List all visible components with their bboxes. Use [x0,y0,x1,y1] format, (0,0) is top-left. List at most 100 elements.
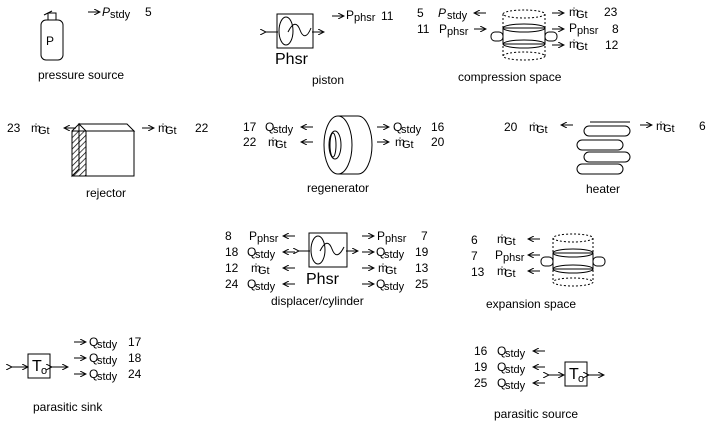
port-row[interactable]: 7 P phsr [471,248,540,264]
port-row[interactable]: Q stdy 18 [74,351,142,367]
port-var: Q [89,367,98,381]
port-var: Q [265,120,274,134]
temperature-node-icon: T o [549,361,604,387]
port-row[interactable]: 5 P stdy [417,6,486,22]
port-row[interactable]: 16 Q stdy [474,344,545,360]
pressure-source-block[interactable]: P P stdy 5 pressure source [38,5,152,82]
port-row[interactable]: 11 P phsr [417,22,486,38]
phasor-label: Phsr [275,51,309,68]
port-var: Q [497,344,506,358]
port-number: 6 [699,119,706,133]
port-number: 8 [225,229,232,243]
port-row[interactable]: 19 Q stdy [474,360,545,376]
port-row[interactable]: P phsr 11 [332,8,394,24]
port-number: 24 [128,367,142,381]
port-var: ṁ [378,261,388,275]
port-row[interactable]: 18 Q stdy [225,245,295,261]
port-sub: phsr [503,252,525,264]
port-row[interactable]: P phsr 8 [552,21,619,37]
port-number: 24 [225,277,239,291]
rejector-block[interactable]: 23 ṁ Gt ṁ Gt 22 rejector [7,121,209,200]
parasitic-sink-block[interactable]: T o Q stdy 17 Q stdy 18 Q stdy 24 parasi… [12,335,142,414]
port-row[interactable]: ṁ Gt 12 [552,37,619,53]
port-row[interactable]: Q stdy 19 [362,245,429,261]
port-var: P [249,229,257,243]
port-number: 11 [381,9,394,23]
port-number: 23 [604,5,618,19]
port-row[interactable]: ṁ Gt 13 [362,261,429,277]
port-row[interactable]: Q stdy 16 [377,120,445,136]
port-row[interactable]: Q stdy 24 [74,367,142,383]
port-sub: Gt [536,124,548,136]
port-var: ṁ [158,121,168,135]
port-row[interactable]: 23 ṁ Gt [7,121,76,137]
port-number: 11 [417,22,430,36]
parasitic-source-label: parasitic source [494,407,578,421]
port-row[interactable]: 24 Q stdy [225,277,295,293]
port-row[interactable]: ṁ Gt 20 [377,135,445,151]
port-var: ṁ [569,37,579,51]
port-sub: stdy [384,281,405,293]
port-var: ṁ [31,121,41,135]
temperature-node-icon: T o [12,353,68,379]
piston-block[interactable]: Phsr P phsr 11 piston [266,8,394,87]
port-var: P [377,229,385,243]
compression-space-label: compression space [458,70,562,84]
port-sub: Gt [385,265,397,277]
port-number: 23 [7,121,21,135]
port-row[interactable]: ṁ Gt 6 [640,119,706,135]
port-var: Q [89,351,98,365]
port-row[interactable]: 8 P phsr [225,229,295,245]
port-row[interactable]: 6 ṁ Gt [471,232,540,248]
port-number: 17 [128,335,142,349]
phasor-label: Phsr [306,271,340,288]
port-sub: phsr [447,26,469,38]
port-row[interactable]: Q stdy 25 [362,277,429,293]
port-row[interactable]: 12 ṁ Gt [225,261,295,277]
displacer-cylinder-block[interactable]: 8 P phsr 18 Q stdy 12 ṁ Gt 24 Q stdy [225,229,429,308]
compression-space-block[interactable]: 5 P stdy 11 P phsr ṁ Gt 23 [417,5,619,84]
port-sub: stdy [255,281,276,293]
port-var: Q [497,376,506,390]
port-row[interactable]: P stdy 5 [88,5,152,21]
port-number: 6 [471,233,478,247]
port-row[interactable]: 17 Q stdy [243,120,313,136]
port-number: 8 [612,22,619,36]
port-row[interactable]: ṁ Gt 22 [142,121,209,137]
port-row[interactable]: P phsr 7 [362,229,428,245]
port-row[interactable]: Q stdy 17 [74,335,142,351]
port-row[interactable]: 13 ṁ Gt [471,264,540,280]
port-sub: Gt [38,125,50,137]
port-var: P [569,21,577,35]
displacer-cylinder-icon [299,232,358,268]
port-row[interactable]: 20 ṁ Gt [504,120,573,136]
port-row[interactable]: ṁ Gt 23 [552,5,618,21]
port-row[interactable]: 25 Q stdy [474,376,545,392]
pressure-source-label: pressure source [38,68,124,82]
port-number: 17 [243,120,257,134]
port-sub: Gt [275,139,287,151]
port-var: ṁ [497,264,507,278]
expansion-space-label: expansion space [486,297,576,311]
port-sub: stdy [97,355,118,367]
cylinder-chamber-icon [490,9,558,61]
port-sub: stdy [505,380,526,392]
expansion-space-block[interactable]: 6 ṁ Gt 7 P phsr 13 ṁ Gt expansion sp [471,232,606,311]
port-sub: Gt [576,41,588,53]
port-sub: Gt [576,9,588,21]
heater-block[interactable]: 20 ṁ Gt ṁ Gt 6 heater [504,119,706,196]
port-var: P [438,6,446,20]
parasitic-source-block[interactable]: 16 Q stdy 19 Q stdy 25 Q stdy T o parasi… [474,344,604,421]
port-var: ṁ [251,261,261,275]
port-number: 13 [415,261,429,275]
port-sub: Gt [258,265,270,277]
node-glyph: T [32,358,42,375]
port-var: P [102,5,110,19]
port-row[interactable]: 22 ṁ Gt [243,135,313,151]
port-number: 20 [431,135,445,149]
port-sub: stdy [505,364,526,376]
rejector-label: rejector [86,186,126,200]
port-number: 25 [474,376,488,390]
regenerator-block[interactable]: 17 Q stdy 22 ṁ Gt Q stdy 16 ṁ Gt 20 [243,115,445,195]
port-number: 18 [128,351,142,365]
